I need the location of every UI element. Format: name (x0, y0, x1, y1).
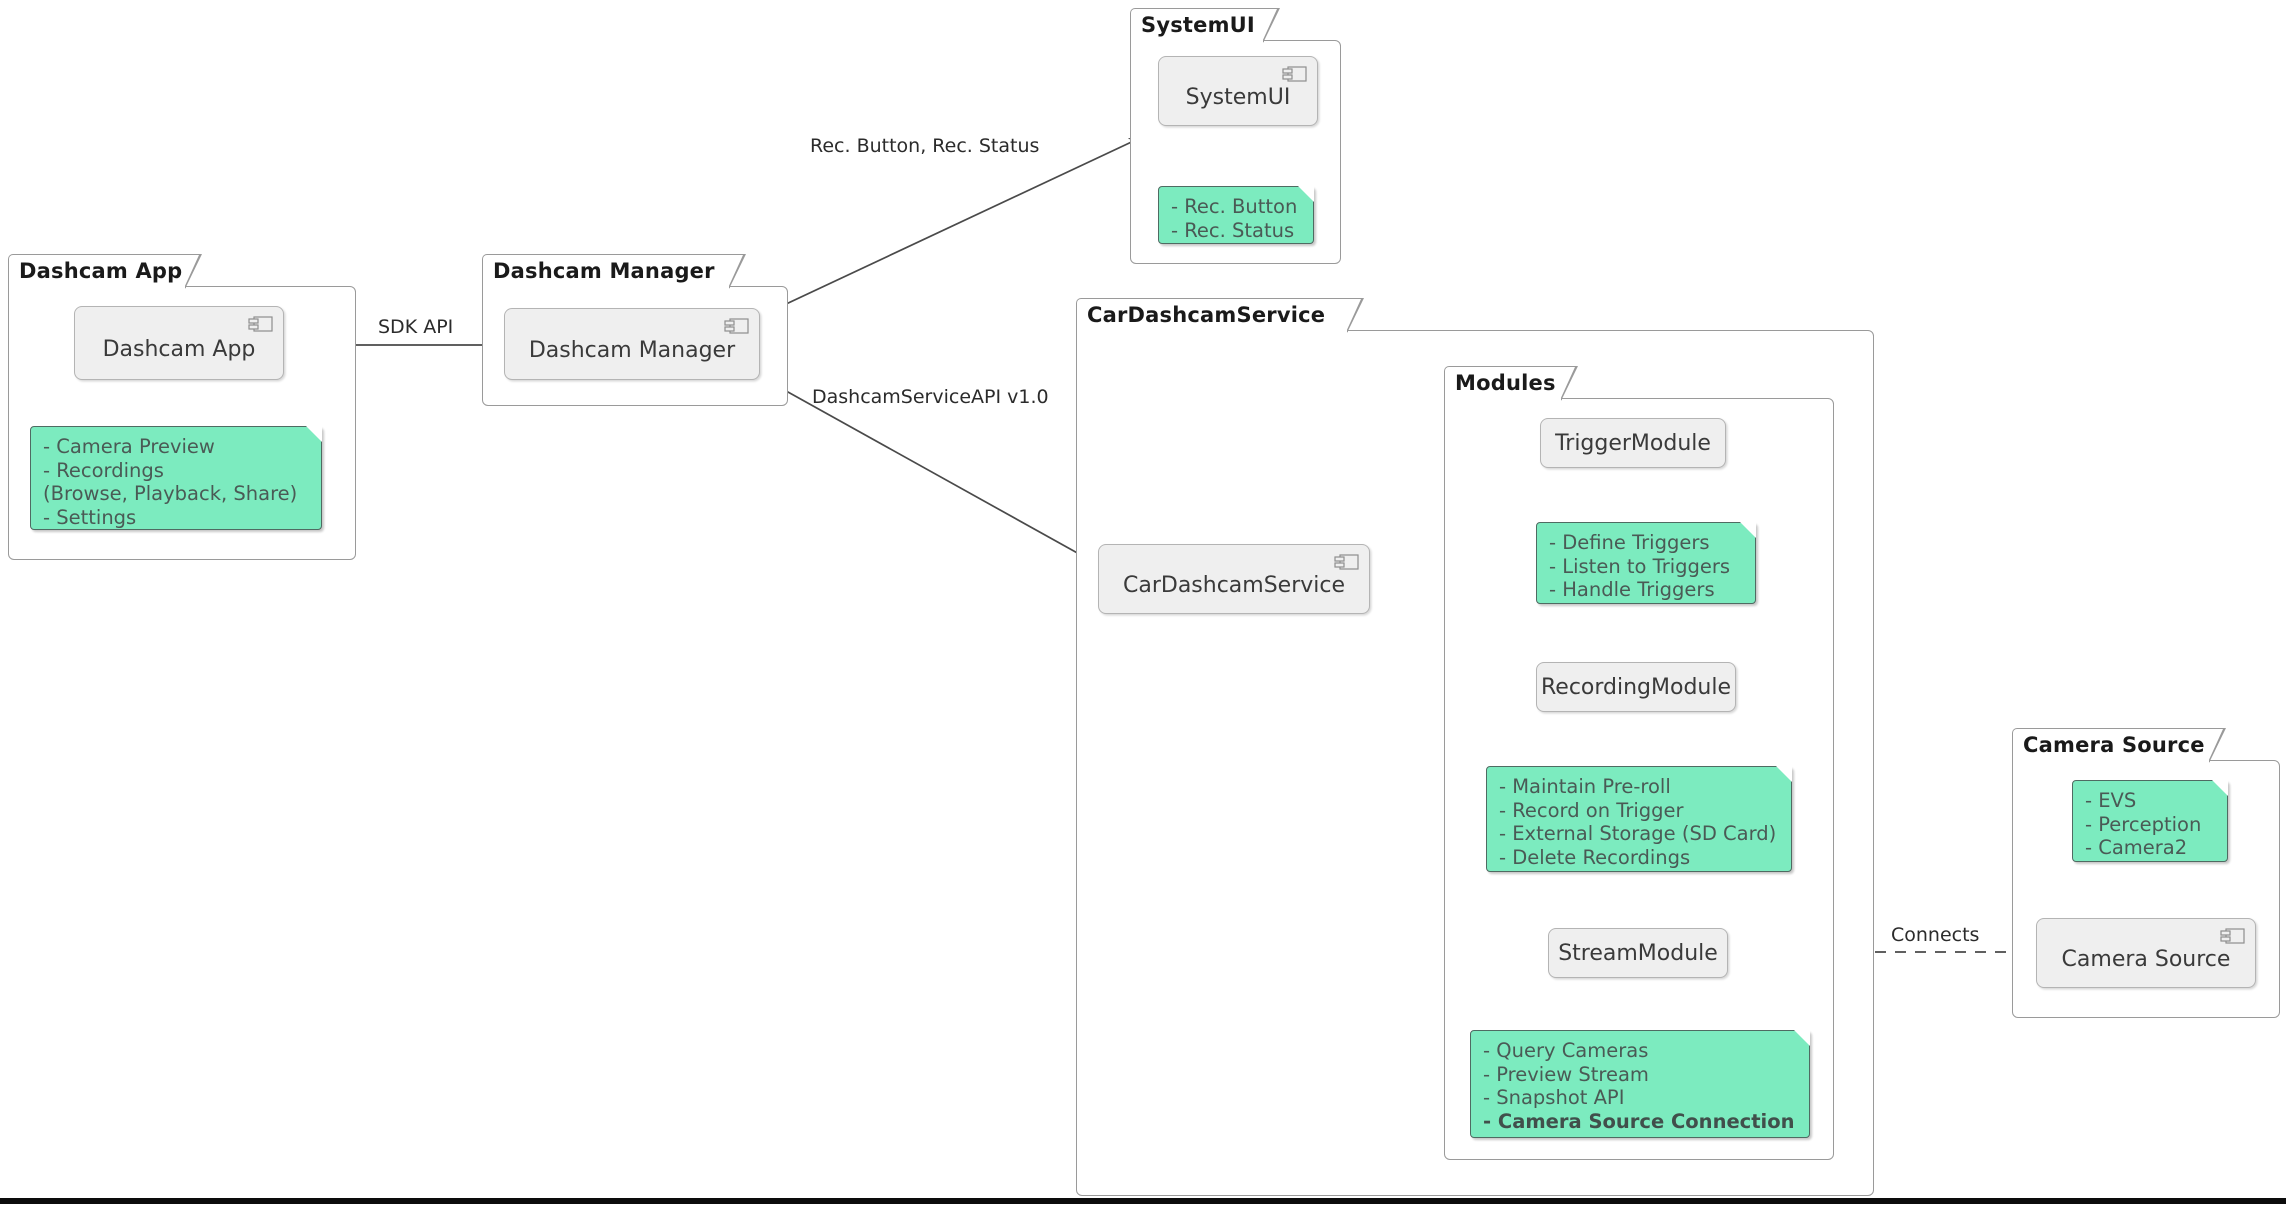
note-fold-icon (1794, 1030, 1810, 1046)
component-dashcam-manager[interactable]: Dashcam Manager (504, 308, 760, 380)
note-list-trigger-module: - Define Triggers - Listen to Triggers -… (1537, 523, 1755, 602)
component-trigger-module[interactable]: TriggerModule (1540, 418, 1726, 468)
component-label-dashcam-app: Dashcam App (102, 336, 256, 362)
component-icon (248, 316, 273, 332)
package-title-modules: Modules (1455, 371, 1556, 395)
note-recording-module: - Maintain Pre-roll - Record on Trigger … (1486, 766, 1792, 872)
package-title-system-ui: SystemUI (1141, 13, 1255, 37)
component-system-ui[interactable]: SystemUI (1158, 56, 1318, 126)
package-title-camera-source: Camera Source (2023, 733, 2205, 757)
edge-dashcammanager-to-systemui (751, 137, 1141, 321)
note-list-stream-module: - Query Cameras - Preview Stream - Snaps… (1471, 1031, 1809, 1133)
package-title-dashcam-app: Dashcam App (19, 259, 183, 283)
edge-label-connects: Connects (1891, 924, 1980, 946)
note-line: - Recordings (43, 458, 164, 482)
note-line: - EVS (2085, 789, 2137, 812)
note-line: - Listen to Triggers (1549, 554, 1731, 578)
component-recording-module[interactable]: RecordingModule (1536, 662, 1736, 712)
edge-label-dashcam-service-api: DashcamServiceAPI v1.0 (812, 386, 1049, 408)
component-dashcam-app[interactable]: Dashcam App (74, 306, 284, 380)
note-line: - Rec. Status (1171, 218, 1295, 242)
component-stream-module[interactable]: StreamModule (1548, 928, 1728, 978)
edge-label-rec-button-status: Rec. Button, Rec. Status (810, 135, 1040, 157)
component-camera-source[interactable]: Camera Source (2036, 918, 2256, 988)
note-line: - Camera Preview (43, 435, 215, 458)
note-fold-icon (2212, 780, 2228, 796)
package-tab-camera-source: Camera Source (2012, 727, 2226, 763)
note-list-dashcam-app: - Camera Preview - Recordings (Browse, P… (31, 427, 321, 529)
note-line: - Camera Source Connection (1483, 1109, 1795, 1133)
note-line: - External Storage (SD Card) (1499, 822, 1777, 845)
note-line: - Rec. Button (1171, 195, 1298, 218)
note-line: - Delete Recordings (1499, 845, 1691, 869)
note-line: - Define Triggers (1549, 531, 1710, 554)
note-line: - Preview Stream (1483, 1062, 1649, 1086)
note-fold-icon (1298, 186, 1314, 202)
note-line: (Browse, Playback, Share) (43, 482, 298, 505)
edge-label-sdk-api: SDK API (378, 316, 454, 338)
note-trigger-module: - Define Triggers - Listen to Triggers -… (1536, 522, 1756, 604)
component-icon (724, 318, 749, 334)
note-list-camera-source: - EVS - Perception - Camera2 (2073, 781, 2227, 860)
note-dashcam-app: - Camera Preview - Recordings (Browse, P… (30, 426, 322, 530)
component-icon (2220, 928, 2245, 944)
component-label-dashcam-manager: Dashcam Manager (528, 337, 736, 363)
component-label-car-dashcam-service: CarDashcamService (1122, 572, 1346, 598)
package-title-car-dashcam-service: CarDashcamService (1087, 303, 1326, 327)
package-tab-modules: Modules (1444, 365, 1578, 401)
component-label-camera-source: Camera Source (2061, 946, 2231, 972)
note-line: - Handle Triggers (1549, 578, 1715, 601)
note-system-ui: - Rec. Button - Rec. Status (1158, 186, 1314, 244)
note-line: - Camera2 (2085, 836, 2188, 859)
component-label-system-ui: SystemUI (1185, 84, 1291, 110)
note-line: - Snapshot API (1483, 1086, 1625, 1109)
component-icon (1334, 554, 1359, 570)
component-label-recording-module: RecordingModule (1540, 674, 1732, 700)
package-title-dashcam-manager: Dashcam Manager (493, 259, 715, 283)
component-label-stream-module: StreamModule (1558, 940, 1718, 966)
bottom-border (0, 1198, 2286, 1204)
note-line: - Record on Trigger (1499, 798, 1684, 822)
note-list-recording-module: - Maintain Pre-roll - Record on Trigger … (1487, 767, 1791, 869)
note-line: - Query Cameras (1483, 1039, 1649, 1062)
note-fold-icon (1740, 522, 1756, 538)
package-tab-dashcam-app: Dashcam App (8, 253, 202, 289)
component-label-trigger-module: TriggerModule (1555, 430, 1711, 456)
package-tab-system-ui: SystemUI (1130, 7, 1280, 43)
note-stream-module: - Query Cameras - Preview Stream - Snaps… (1470, 1030, 1810, 1138)
note-fold-icon (1776, 766, 1792, 782)
package-tab-dashcam-manager: Dashcam Manager (482, 253, 746, 289)
note-line: - Settings (43, 505, 137, 529)
note-line: - Perception (2085, 812, 2202, 836)
note-fold-icon (306, 426, 322, 442)
note-list-system-ui: - Rec. Button - Rec. Status (1159, 187, 1313, 242)
note-line: - Maintain Pre-roll (1499, 775, 1671, 798)
component-icon (1282, 66, 1307, 82)
package-tab-car-dashcam-service: CarDashcamService (1076, 297, 1364, 333)
component-car-dashcam-service[interactable]: CarDashcamService (1098, 544, 1370, 614)
note-camera-source: - EVS - Perception - Camera2 (2072, 780, 2228, 862)
